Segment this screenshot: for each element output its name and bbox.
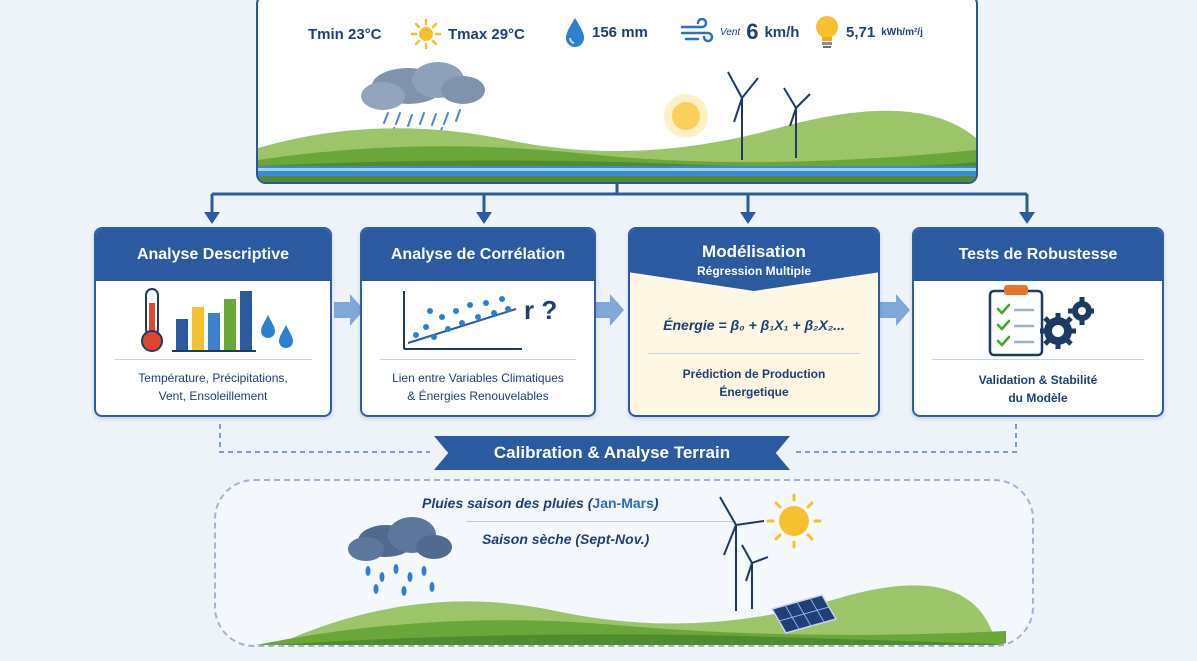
regression-formula: Énergie = β₀ + β₁X₁ + β₂X₂...: [663, 317, 845, 333]
card-robustness-title: Tests de Robustesse: [914, 229, 1162, 281]
wind-icon: [680, 18, 714, 43]
bar-chart-icon: [172, 291, 256, 352]
tmax-metric: Tmax 29°C: [410, 18, 525, 50]
season-landscape: [256, 493, 1018, 645]
rain-label: 156 mm: [592, 23, 648, 41]
solar-panel-icon: [770, 594, 838, 634]
caption-line: Validation & Stabilité: [978, 373, 1098, 387]
wind-value: 6: [746, 19, 759, 44]
tmin-label: Tmin 23°C: [308, 26, 382, 43]
rainy-season-label: Pluies saison des pluies (Jan-Mars): [422, 495, 659, 511]
water-drop-icon: [261, 315, 293, 348]
card-correlation-caption: Lien entre Variables Climatiques & Énerg…: [370, 369, 586, 405]
sun-metric: 5,71 kWh/m²/j: [814, 14, 923, 50]
card-descriptive-caption: Température, Précipitations, Vent, Ensol…: [104, 369, 322, 405]
wind-unit: km/h: [764, 23, 800, 41]
wind-turbine-icon: [727, 71, 811, 160]
caption-line: & Énergies Renouvelables: [407, 389, 549, 403]
card-divider: [380, 359, 576, 360]
caption-line: Vent, Ensoleillement: [158, 389, 268, 403]
card-correlation-analysis: Analyse de Corrélation r ? Lien entre Va…: [360, 227, 596, 417]
card-descriptive-analysis: Analyse Descriptive Température, Précipi…: [94, 227, 332, 417]
card-divider: [648, 353, 860, 354]
card-descriptive-title: Analyse Descriptive: [96, 229, 330, 281]
correlation-symbol: r ?: [524, 295, 558, 325]
caption-line: du Modèle: [1008, 391, 1068, 405]
card-modeling-header: Modélisation Régression Multiple: [630, 229, 878, 291]
dry-season-label: Saison sèche (Sept-Nov.): [482, 531, 650, 547]
cloud-rain-icon: [361, 62, 485, 141]
card-modeling-caption: Prédiction de Production Énergetique: [638, 365, 870, 401]
tmin-metric: Tmin 23°C: [308, 26, 382, 43]
sun-icon: [410, 18, 442, 50]
card-robustness-caption: Validation & Stabilité du Modèle: [922, 371, 1154, 407]
card-divider: [932, 359, 1144, 360]
robustness-illustration: [988, 285, 1094, 357]
card-modeling-subtitle: Régression Multiple: [696, 264, 812, 278]
caption-line: Lien entre Variables Climatiques: [392, 371, 564, 385]
climate-overview-panel: Tmin 23°C Tmax 29°C 156 mm V: [256, 0, 978, 184]
sun-value: 5,71: [846, 23, 876, 41]
sun-icon: [766, 493, 822, 549]
cloud-rain-icon: [348, 517, 452, 596]
season-divider: [466, 521, 736, 522]
wind-prefix: Vent: [720, 26, 741, 38]
field-calibration-panel: Pluies saison des pluies (Jan-Mars) Sais…: [214, 479, 1034, 647]
card-modeling: Modélisation Régression Multiple Énergie…: [628, 227, 880, 417]
landscape-illustration: [258, 62, 976, 182]
sun-unit: kWh/m²/j: [881, 26, 923, 38]
card-correlation-title: Analyse de Corrélation: [362, 229, 594, 281]
thermometer-icon: [141, 288, 163, 352]
rainy-season-text: Pluies saison des pluies (: [422, 495, 593, 511]
rainy-season-months: Jan-Mars: [592, 495, 654, 511]
tmax-label: Tmax 29°C: [448, 25, 525, 43]
caption-line: Prédiction de Production: [682, 367, 826, 381]
clipboard-icon: [988, 285, 1044, 357]
scatter-plot-icon: [403, 291, 522, 350]
card-divider: [114, 359, 312, 360]
rain-metric: 156 mm: [564, 16, 648, 48]
descriptive-illustration: [141, 288, 293, 352]
bulb-icon: [816, 16, 838, 48]
rainy-season-close: ): [653, 495, 659, 511]
card-robustness-tests: Tests de Robustesse Validation & Stab: [912, 227, 1164, 417]
caption-line: Température, Précipitations,: [138, 371, 288, 385]
water-drop-icon: [566, 18, 584, 47]
caption-line: Énergetique: [719, 385, 789, 399]
wind-metric: Vent 6 km/h: [680, 18, 799, 46]
gears-icon: [1040, 297, 1094, 349]
calibration-banner: Calibration & Analyse Terrain: [434, 436, 790, 470]
card-modeling-title: Modélisation: [702, 242, 806, 261]
wind-turbine-icon: [719, 496, 769, 611]
